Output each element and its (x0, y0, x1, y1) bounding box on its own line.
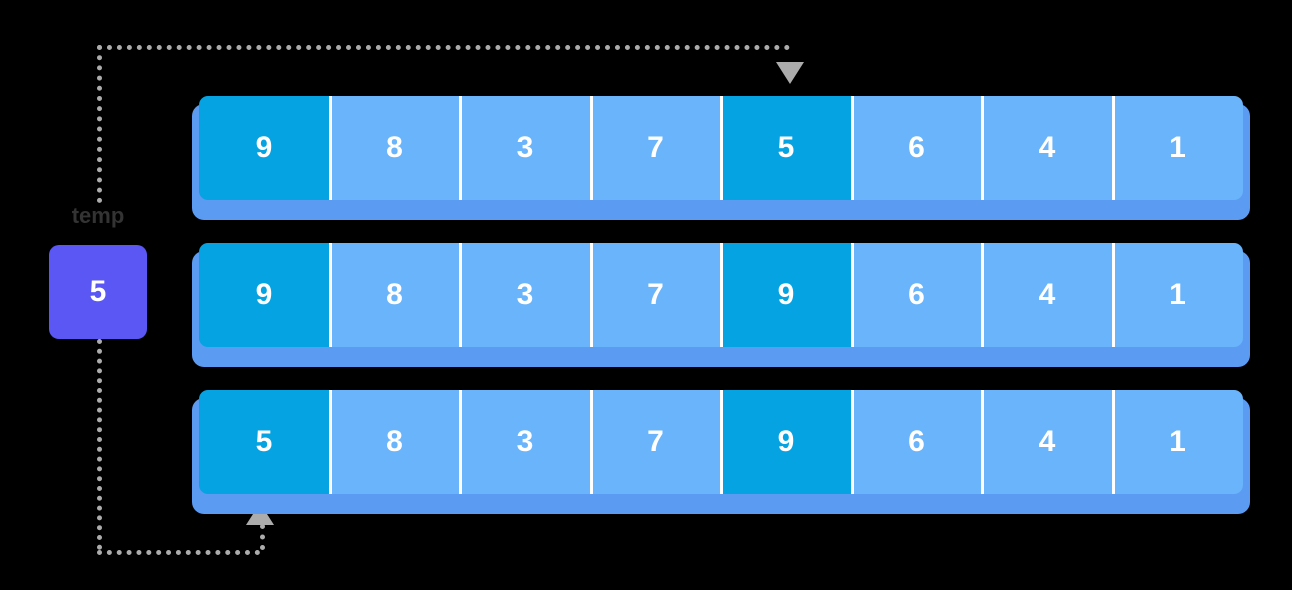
array-cell[interactable]: 1 (1111, 96, 1243, 200)
temp-value: 5 (89, 275, 107, 308)
cell-value: 7 (647, 131, 665, 164)
array-cell[interactable]: 6 (850, 243, 982, 347)
array-cell[interactable]: 4 (981, 390, 1113, 494)
array-cell[interactable]: 9 (199, 243, 330, 347)
arrow-down-to-source-cell (776, 62, 804, 84)
cell-value: 3 (516, 131, 534, 164)
array-cell[interactable]: 8 (328, 96, 460, 200)
cell-value: 3 (516, 278, 534, 311)
cell-value: 1 (1169, 425, 1187, 458)
cell-value: 4 (1038, 131, 1056, 164)
cell-value: 1 (1169, 278, 1187, 311)
cell-value: 8 (386, 131, 404, 164)
array-cell[interactable]: 5 (720, 96, 852, 200)
array-row-middle: 9 8 3 7 9 6 4 1 (192, 243, 1250, 367)
array-cell[interactable]: 8 (328, 390, 460, 494)
temp-label: temp (71, 203, 125, 228)
cell-value: 8 (386, 278, 404, 311)
array-cell[interactable]: 9 (720, 243, 852, 347)
array-cells-after: 5 8 3 7 9 6 4 1 (199, 390, 1243, 494)
temp-value-box[interactable]: 5 (49, 245, 147, 339)
array-cell[interactable]: 8 (328, 243, 460, 347)
cell-value: 9 (777, 278, 795, 311)
array-cell[interactable]: 7 (589, 243, 721, 347)
array-cell[interactable]: 6 (850, 390, 982, 494)
connector-temp-writeback-vertical-left (97, 339, 102, 550)
array-cell[interactable]: 4 (981, 243, 1113, 347)
cell-value: 9 (777, 425, 795, 458)
array-cell[interactable]: 5 (199, 390, 330, 494)
cell-value: 5 (777, 131, 795, 164)
cell-value: 6 (908, 425, 926, 458)
cell-value: 9 (255, 131, 273, 164)
array-row-after: 5 8 3 7 9 6 4 1 (192, 390, 1250, 514)
connector-temp-writeback-vertical-right (260, 524, 265, 550)
array-row-before: 9 8 3 7 5 6 4 1 (192, 96, 1250, 220)
cell-value: 8 (386, 425, 404, 458)
cell-value: 1 (1169, 131, 1187, 164)
cell-value: 6 (908, 278, 926, 311)
array-cell[interactable]: 3 (459, 390, 591, 494)
array-cell[interactable]: 7 (589, 96, 721, 200)
array-cells-middle: 9 8 3 7 9 6 4 1 (199, 243, 1243, 347)
cell-value: 6 (908, 131, 926, 164)
cell-value: 3 (516, 425, 534, 458)
array-cell[interactable]: 1 (1111, 390, 1243, 494)
connector-temp-capture-vertical (97, 45, 102, 203)
connector-temp-capture-horizontal (97, 45, 790, 50)
array-cell[interactable]: 9 (720, 390, 852, 494)
cell-value: 5 (255, 425, 273, 458)
array-cell[interactable]: 1 (1111, 243, 1243, 347)
cell-value: 7 (647, 425, 665, 458)
array-cell[interactable]: 3 (459, 96, 591, 200)
array-cell[interactable]: 9 (199, 96, 330, 200)
cell-value: 7 (647, 278, 665, 311)
cell-value: 4 (1038, 278, 1056, 311)
array-cells-before: 9 8 3 7 5 6 4 1 (199, 96, 1243, 200)
cell-value: 4 (1038, 425, 1056, 458)
cell-value: 9 (255, 278, 273, 311)
array-cell[interactable]: 3 (459, 243, 591, 347)
connector-temp-writeback-horizontal (97, 550, 260, 555)
array-cell[interactable]: 4 (981, 96, 1113, 200)
array-cell[interactable]: 6 (850, 96, 982, 200)
array-cell[interactable]: 7 (589, 390, 721, 494)
